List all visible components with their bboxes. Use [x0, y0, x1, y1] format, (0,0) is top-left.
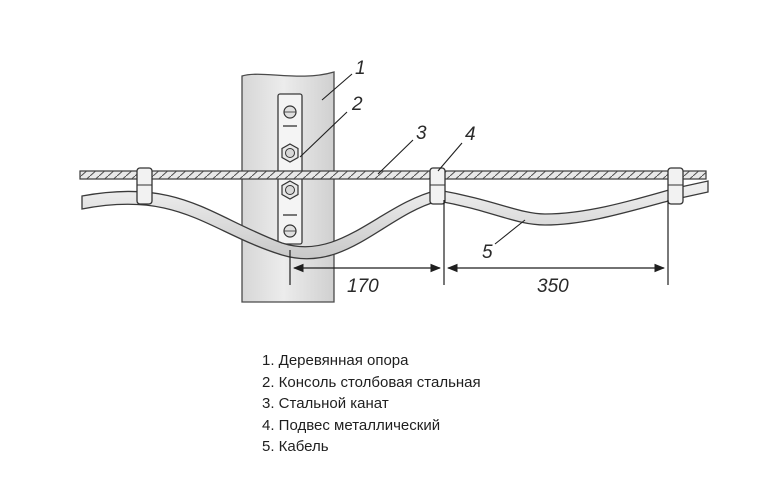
- cable-suspension-diagram: 170 350 1 2 3 4 5: [79, 58, 709, 303]
- callout-3: 3: [416, 123, 427, 144]
- steel-console: [277, 93, 303, 245]
- legend-item-3: 3. Стальной канат: [262, 395, 389, 412]
- legend-list: 1. Деревянная опора 2. Консоль столбовая…: [262, 350, 481, 458]
- dimension-label-170: 170: [347, 276, 379, 297]
- dimension-label-350: 350: [537, 276, 569, 297]
- legend-item-4: 4. Подвес металлический: [262, 416, 441, 434]
- metal-hanger-middle: [429, 167, 446, 205]
- legend-item-1: 1. Деревянная опора: [262, 352, 409, 369]
- metal-hanger-left: [136, 167, 153, 205]
- legend-item-2: 2. Консоль столбовая стальная: [262, 373, 481, 391]
- callout-2: 2: [351, 94, 363, 115]
- cable: [81, 180, 709, 260]
- leader-lines: [299, 73, 526, 245]
- callout-1: 1: [355, 58, 366, 79]
- callout-4: 4: [465, 124, 476, 145]
- metal-hanger-right: [667, 167, 684, 205]
- dimension-lines: [289, 200, 669, 285]
- callout-5: 5: [482, 242, 493, 263]
- steel-rope: [79, 170, 707, 180]
- legend-item-5: 5. Кабель: [262, 438, 329, 455]
